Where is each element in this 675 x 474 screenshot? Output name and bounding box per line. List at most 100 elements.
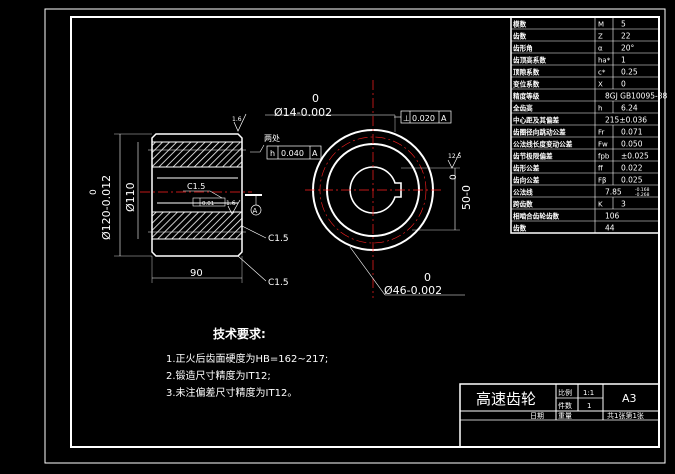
param-name: 公法线 — [513, 188, 533, 197]
inner-diameter-label: Ø110 — [124, 182, 137, 212]
param-value: 0.050 — [621, 140, 643, 149]
date-label: 日期 — [530, 412, 544, 420]
param-symbol: ha* — [598, 57, 611, 65]
tolerance-h-datum: A — [312, 149, 318, 158]
keyway-dim: 50-0 — [460, 185, 473, 210]
param-symbol: M — [598, 21, 604, 29]
technical-notes: 技术要求: 1.正火后齿面硬度为HB=162~217; 2.锻造尺寸精度为IT1… — [166, 326, 328, 399]
outer-frame — [44, 8, 666, 464]
param-name: 全齿高 — [512, 104, 533, 113]
w-tol-lower: -0.268 — [635, 192, 650, 198]
param-value: 44 — [605, 224, 615, 233]
bore-diameter-label: Ø46-0.002 — [384, 284, 442, 297]
hub-diameter-label: Ø14-0.002 — [274, 106, 332, 119]
param-value: 0 — [621, 80, 626, 89]
param-symbol: Fw — [598, 141, 608, 149]
param-name: 齿向公差 — [513, 176, 540, 185]
param-name: 精度等级 — [513, 92, 540, 101]
param-name: 中心距及其偏差 — [513, 116, 560, 125]
param-symbol: Z — [598, 33, 603, 41]
notes-title: 技术要求: — [213, 326, 266, 341]
datum-label: A — [253, 207, 258, 215]
param-value: 1 — [621, 56, 626, 65]
param-name: 齿数 — [513, 32, 527, 41]
roughness-value-2: 1.6 — [226, 200, 236, 207]
param-value: 106 — [605, 212, 620, 221]
hatch-bottom — [152, 212, 242, 239]
weight-label: 重量 — [558, 412, 572, 420]
perpendicular-value: 0.020 — [412, 114, 435, 123]
title-block: 高速齿轮 比例 1:1 件数 1 A3 日期 重量 共1张第1张 — [459, 383, 660, 448]
outer-diameter-label: Ø120-0.012 — [100, 175, 113, 240]
param-name: 齿数 — [513, 224, 527, 233]
roughness-icon — [227, 199, 241, 215]
param-value: 20° — [621, 44, 635, 53]
param-name: 跨齿数 — [513, 200, 533, 209]
param-value: 3 — [621, 200, 626, 209]
hub-diameter-zero: 0 — [312, 92, 319, 105]
section-view: C1.5 0.01 Ø120-0.012 0 Ø110 90 C1.5 C1.5… — [89, 113, 322, 288]
end-view: 0 Ø14-0.002 ⊥ 0.020 A 12.5 50-0 0 0 Ø46-… — [265, 80, 473, 298]
hatch-top — [152, 142, 242, 167]
small-tolerance-value: 0.01 — [202, 201, 214, 207]
param-symbol: fpb — [598, 153, 610, 161]
scale-value: 1:1 — [583, 389, 594, 397]
param-symbol: X — [598, 81, 603, 89]
sheet-size: A3 — [622, 392, 637, 405]
perpendicular-icon: ⊥ — [403, 114, 410, 123]
width-dim: 90 — [190, 268, 203, 279]
perpendicular-datum: A — [441, 114, 447, 123]
param-name: 变位系数 — [513, 80, 540, 89]
param-symbol: h — [598, 105, 602, 113]
param-symbol: Fβ — [598, 177, 607, 185]
param-name: 齿节极限偏差 — [513, 152, 553, 161]
param-name: 公法线长度变动公差 — [513, 140, 573, 149]
two-places-label: 两处 — [264, 133, 280, 143]
param-value: 0.022 — [621, 164, 643, 173]
param-value: 0.25 — [621, 68, 638, 77]
param-symbol: c* — [598, 69, 606, 77]
bore-diameter-zero: 0 — [424, 271, 431, 284]
qty-label: 件数 — [558, 401, 572, 410]
param-value: 0.025 — [621, 176, 643, 185]
outer-diameter-zero: 0 — [89, 189, 99, 195]
param-symbol: K — [598, 201, 603, 209]
keyway-dim-zero: 0 — [449, 174, 459, 180]
param-value: 5 — [621, 20, 626, 29]
parameter-table: 模数 M 5 齿数 Z 22 齿形角 α 20° 齿顶高系数 ha* 1 顶隙系数 c* 0.25 变位系数 X… — [510, 16, 667, 234]
bore-with-keyway — [349, 166, 402, 214]
chamfer-label-bottom: C1.5 — [268, 278, 289, 288]
param-name: 模数 — [513, 20, 527, 29]
param-name: 顶隙系数 — [513, 68, 540, 77]
param-value: 0.071 — [621, 128, 643, 137]
roughness-value-1: 1.6 — [232, 116, 242, 123]
param-value: 215±0.036 — [605, 116, 647, 125]
tolerance-h-value: 0.040 — [281, 149, 304, 158]
datum-circle — [250, 204, 262, 216]
note-item-1: 1.正火后齿面硬度为HB=162~217; — [166, 352, 328, 365]
param-value: 6.24 — [621, 104, 638, 113]
chamfer-label-inner: C1.5 — [187, 182, 205, 191]
param-value: 22 — [621, 32, 631, 41]
sheet-count: 共1张第1张 — [607, 411, 644, 420]
note-item-3: 3.未注偏差尺寸精度为IT12。 — [166, 386, 297, 399]
param-value: 7.85 — [605, 188, 622, 197]
note-item-2: 2.锻造尺寸精度为IT12; — [166, 369, 271, 382]
roughness-icon — [233, 113, 247, 132]
param-name: 齿形公差 — [513, 164, 540, 173]
scale-label: 比例 — [558, 388, 572, 397]
param-symbol: α — [598, 45, 603, 53]
qty-value: 1 — [587, 402, 591, 410]
param-value: 8GJ GB10095-88 — [605, 92, 667, 101]
param-name: 齿圈径向跳动公差 — [513, 128, 566, 137]
param-symbol: Fr — [598, 129, 605, 137]
w-tol-upper: -0.168 — [635, 187, 650, 193]
param-name: 齿顶高系数 — [513, 56, 546, 65]
param-value: ±0.025 — [621, 152, 649, 161]
param-name: 齿形角 — [513, 44, 533, 53]
chamfer-label-right: C1.5 — [268, 234, 289, 244]
param-symbol: ff — [598, 165, 603, 173]
param-name: 相啮合齿轮齿数 — [513, 212, 560, 221]
tolerance-h-symbol: h — [270, 149, 275, 158]
